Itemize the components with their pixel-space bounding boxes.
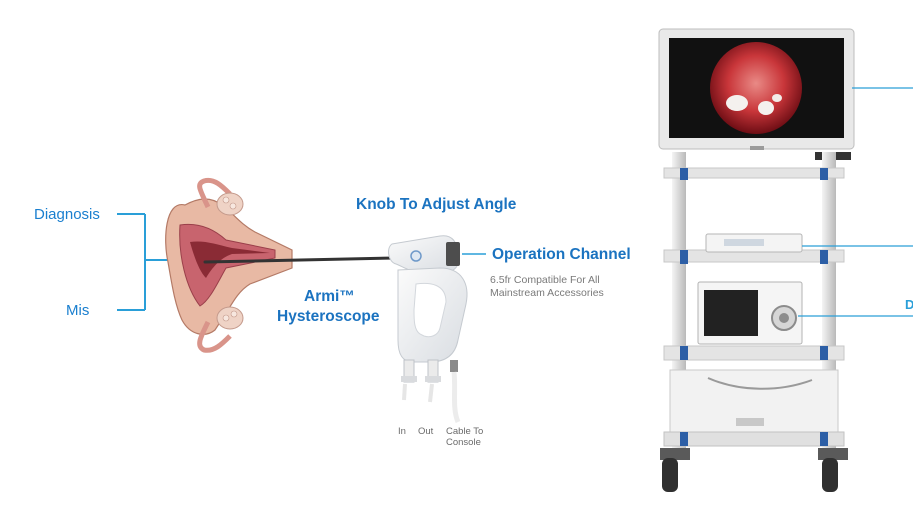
product-name-line-1: Armi™: [304, 288, 355, 305]
endoscopy-cart: [658, 28, 855, 492]
mis-label: Mis: [66, 302, 90, 319]
knob-label: Knob To Adjust Angle: [356, 196, 517, 213]
compat-line-1: 6.5fr Compatible For All: [490, 274, 600, 286]
uterus-illustration: [165, 177, 293, 353]
cable-label: Cable To Console: [446, 426, 483, 448]
port-in-label: In: [398, 426, 406, 437]
cable-line-1: Cable To: [446, 426, 484, 437]
compat-line-2: Mainstream Accessories: [490, 287, 604, 299]
cart-leader-lines: [798, 87, 913, 317]
scope-sheath: [203, 256, 397, 264]
hysteroscope-device: [388, 235, 468, 423]
operation-channel-label: Operation Channel: [492, 246, 631, 263]
compat-note: 6.5fr Compatible For All Mainstream Acce…: [490, 274, 604, 300]
cable-line-2: Console: [446, 437, 481, 448]
product-name-line-2: Hysteroscope: [277, 308, 380, 325]
diagnosis-label: Diagnosis: [34, 206, 100, 223]
cut-off-label: D: [905, 297, 913, 312]
port-out-label: Out: [418, 426, 434, 437]
